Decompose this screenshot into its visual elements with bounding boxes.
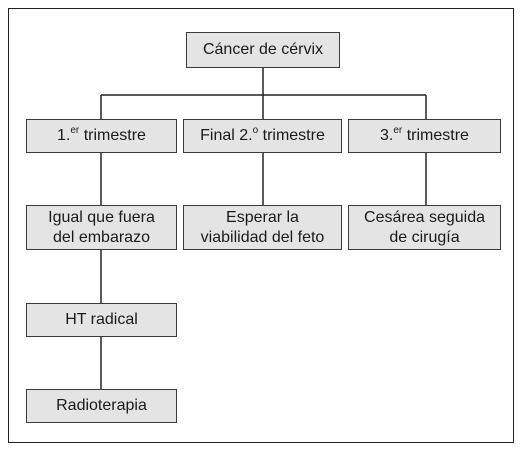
leaf-node-same-as-non-pregnant: Igual que fuera del embarazo xyxy=(26,205,177,250)
branch-node-label: 1.er trimestre xyxy=(57,124,146,144)
branch-node-third-trimester: 3.er trimestre xyxy=(348,119,501,153)
leaf-node-radical-hysterectomy: HT radical xyxy=(26,303,177,337)
leaf-node-label: Cesárea seguida de cirugía xyxy=(364,208,485,246)
branch-node-label: Final 2.o trimestre xyxy=(200,124,325,144)
leaf-node-label: HT radical xyxy=(65,311,138,328)
root-node-label: Cáncer de cérvix xyxy=(202,41,324,58)
leaf-node-radiotherapy: Radioterapia xyxy=(26,389,177,423)
branch-node-end-second-trimester: Final 2.o trimestre xyxy=(183,119,342,153)
leaf-node-label: Radioterapia xyxy=(56,397,147,414)
leaf-node-await-fetal-viability: Esperar la viabilidad del feto xyxy=(183,205,342,250)
branch-node-first-trimester: 1.er trimestre xyxy=(26,119,177,153)
leaf-node-label: Esperar la viabilidad del feto xyxy=(200,208,325,246)
leaf-node-label: Igual que fuera del embarazo xyxy=(48,208,155,246)
root-node: Cáncer de cérvix xyxy=(186,32,340,68)
leaf-node-cesarean-then-surgery: Cesárea seguida de cirugía xyxy=(348,205,501,250)
branch-node-label: 3.er trimestre xyxy=(380,124,469,144)
diagram-frame xyxy=(8,8,514,443)
